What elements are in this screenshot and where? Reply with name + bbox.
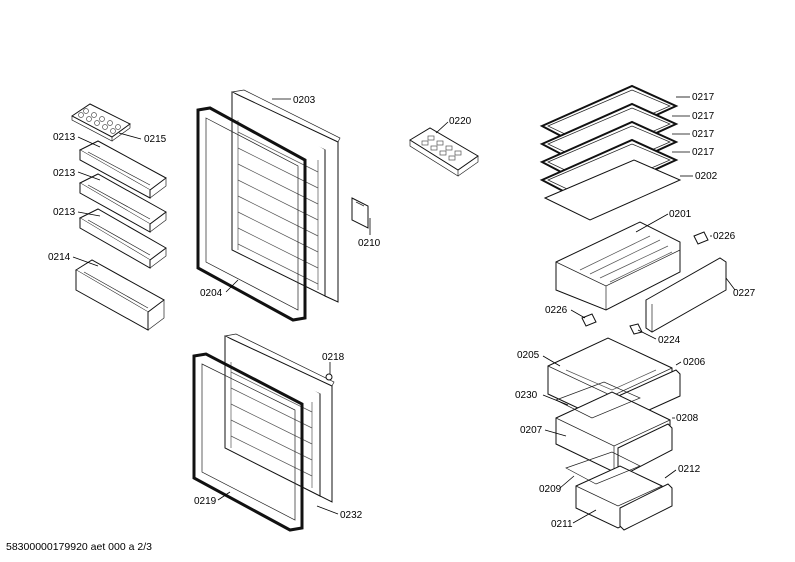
lower-door-gasket-part [192,352,304,532]
door-shelf-part-3 [78,208,167,269]
label-card-part [351,197,369,229]
door-shelf-part-2 [78,173,167,233]
clip-part-1 [693,231,709,245]
document-footer-id: 58300000179920 aet 000 a 2/3 [6,541,152,553]
upper-door-gasket-part [196,106,307,322]
leader-lines [72,96,736,524]
lower-freezer-door-part [224,333,335,503]
crisper-front-panel-part [645,257,727,333]
label-0206: 0206 [683,357,706,368]
label-0217-d: 0217 [692,147,715,158]
upper-freezer-door-part [231,89,341,303]
label-0207: 0207 [520,425,543,436]
label-0213-a: 0213 [53,132,76,143]
label-0219: 0219 [194,496,217,507]
label-0205: 0205 [517,350,540,361]
label-0215: 0215 [144,134,167,145]
ice-tray-part [409,127,479,177]
label-0217-c: 0217 [692,129,715,140]
label-0227: 0227 [733,288,756,299]
label-0213-b: 0213 [53,168,76,179]
label-0217-a: 0217 [692,92,715,103]
bottle-shelf-part [75,259,165,331]
door-shelf-part-1 [78,140,167,199]
label-0232: 0232 [340,510,363,521]
label-0213-c: 0213 [53,207,76,218]
crisper-drawer-part [555,221,681,311]
label-0201: 0201 [669,209,692,220]
egg-tray-part [71,103,131,142]
label-0218: 0218 [322,352,345,363]
drawer-divider-plate-part [555,381,641,485]
label-0220: 0220 [449,116,472,127]
label-0212: 0212 [678,464,701,475]
label-0226-b: 0226 [545,305,568,316]
label-0211: 0211 [551,519,573,530]
label-0208: 0208 [676,413,699,424]
label-0214: 0214 [48,252,71,263]
label-0226-a: 0226 [713,231,736,242]
screw-part [325,373,333,381]
label-0209: 0209 [539,484,562,495]
label-0202: 0202 [695,171,718,182]
freezer-drawer-3-front-part [619,483,673,531]
label-0204: 0204 [200,288,223,299]
label-0230: 0230 [515,390,538,401]
label-0217-b: 0217 [692,111,715,122]
clip-part-3 [629,323,643,335]
label-0224: 0224 [658,335,681,346]
clip-part-2 [581,313,597,327]
label-0210: 0210 [358,238,381,249]
label-0203: 0203 [293,95,316,106]
glass-plate-part [543,159,682,221]
